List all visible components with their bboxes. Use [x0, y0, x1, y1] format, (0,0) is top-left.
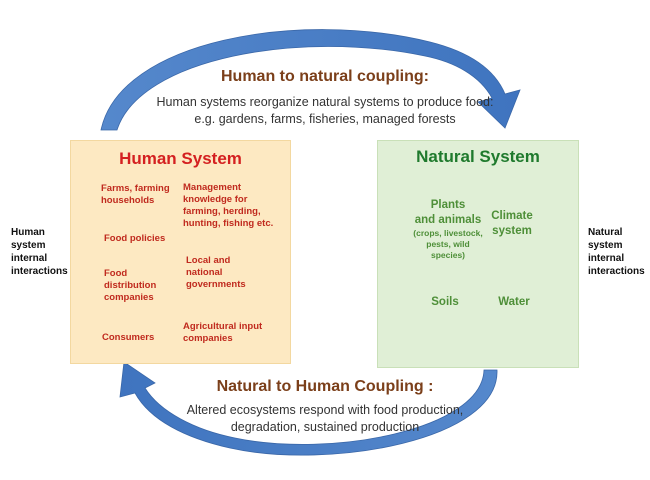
bottom-coupling-description: Altered ecosystems respond with food pro… [90, 402, 560, 436]
text-line: system [11, 240, 46, 251]
top-coupling-description: Human systems reorganize natural systems… [90, 94, 560, 128]
text-line: interactions [588, 266, 645, 277]
human-system-box [70, 140, 291, 364]
food-policies-label: Food policies [104, 233, 166, 244]
text-line: (crops, livestock, [413, 228, 483, 238]
text-line: companies [104, 292, 154, 303]
food-distribution-label: Food distribution companies [104, 268, 156, 304]
top-coupling-line: e.g. gardens, farms, fisheries, managed … [194, 112, 456, 126]
text-line: distribution [104, 280, 157, 291]
natural-system-box [377, 140, 579, 368]
text-line: system [588, 240, 623, 251]
top-coupling-title: Human to natural coupling: [221, 68, 429, 85]
bottom-coupling-title: Natural to Human Coupling : [216, 378, 434, 395]
top-coupling-line: Human systems reorganize natural systems… [156, 95, 494, 109]
text-line: interactions [11, 266, 68, 277]
text-line: Farms, farming [101, 183, 170, 194]
text-line: Food [104, 268, 128, 279]
text-line: system [492, 225, 532, 237]
soils-label: Soils [431, 296, 459, 308]
bottom-coupling-line: Altered ecosystems respond with food pro… [186, 403, 464, 417]
text-line: Climate [491, 210, 533, 222]
plants-animals-label: Plants and animals (crops, livestock, pe… [403, 198, 493, 261]
farms-households-label: Farms, farming households [101, 183, 170, 207]
text-line: farming, herding, [183, 206, 261, 217]
text-line: Management [183, 182, 242, 193]
text-line: households [101, 195, 155, 206]
text-line: internal [11, 253, 48, 264]
text-line: pests, wild [426, 239, 470, 249]
text-line: Local and [186, 255, 231, 266]
consumers-label: Consumers [102, 332, 155, 343]
human-internal-interactions-label: Human system internal interactions [11, 226, 68, 278]
text-line: Human [11, 227, 45, 238]
water-label: Water [498, 296, 530, 308]
text-line: companies [183, 333, 233, 344]
text-line: internal [588, 253, 625, 264]
text-line: species) [430, 250, 466, 260]
bottom-coupling-line: degradation, sustained production [230, 420, 420, 434]
text-line: national [186, 267, 223, 278]
climate-system-label: Climate system [487, 209, 537, 239]
natural-internal-interactions-label: Natural system internal interactions [588, 226, 645, 278]
text-line: knowledge for [183, 194, 248, 205]
text-line: hunting, fishing etc. [183, 218, 274, 229]
text-line: and animals [414, 214, 482, 226]
text-line: Agricultural input [183, 321, 263, 332]
human-system-title: Human System [119, 149, 242, 168]
top-coupling-arrow [100, 29, 521, 131]
management-knowledge-label: Management knowledge for farming, herdin… [183, 182, 273, 230]
governments-label: Local and national governments [186, 255, 246, 291]
text-line: Natural [588, 227, 623, 238]
natural-system-title: Natural System [416, 147, 540, 166]
agricultural-input-label: Agricultural input companies [183, 321, 262, 345]
text-line: governments [186, 279, 246, 290]
text-line: Plants [430, 199, 466, 211]
